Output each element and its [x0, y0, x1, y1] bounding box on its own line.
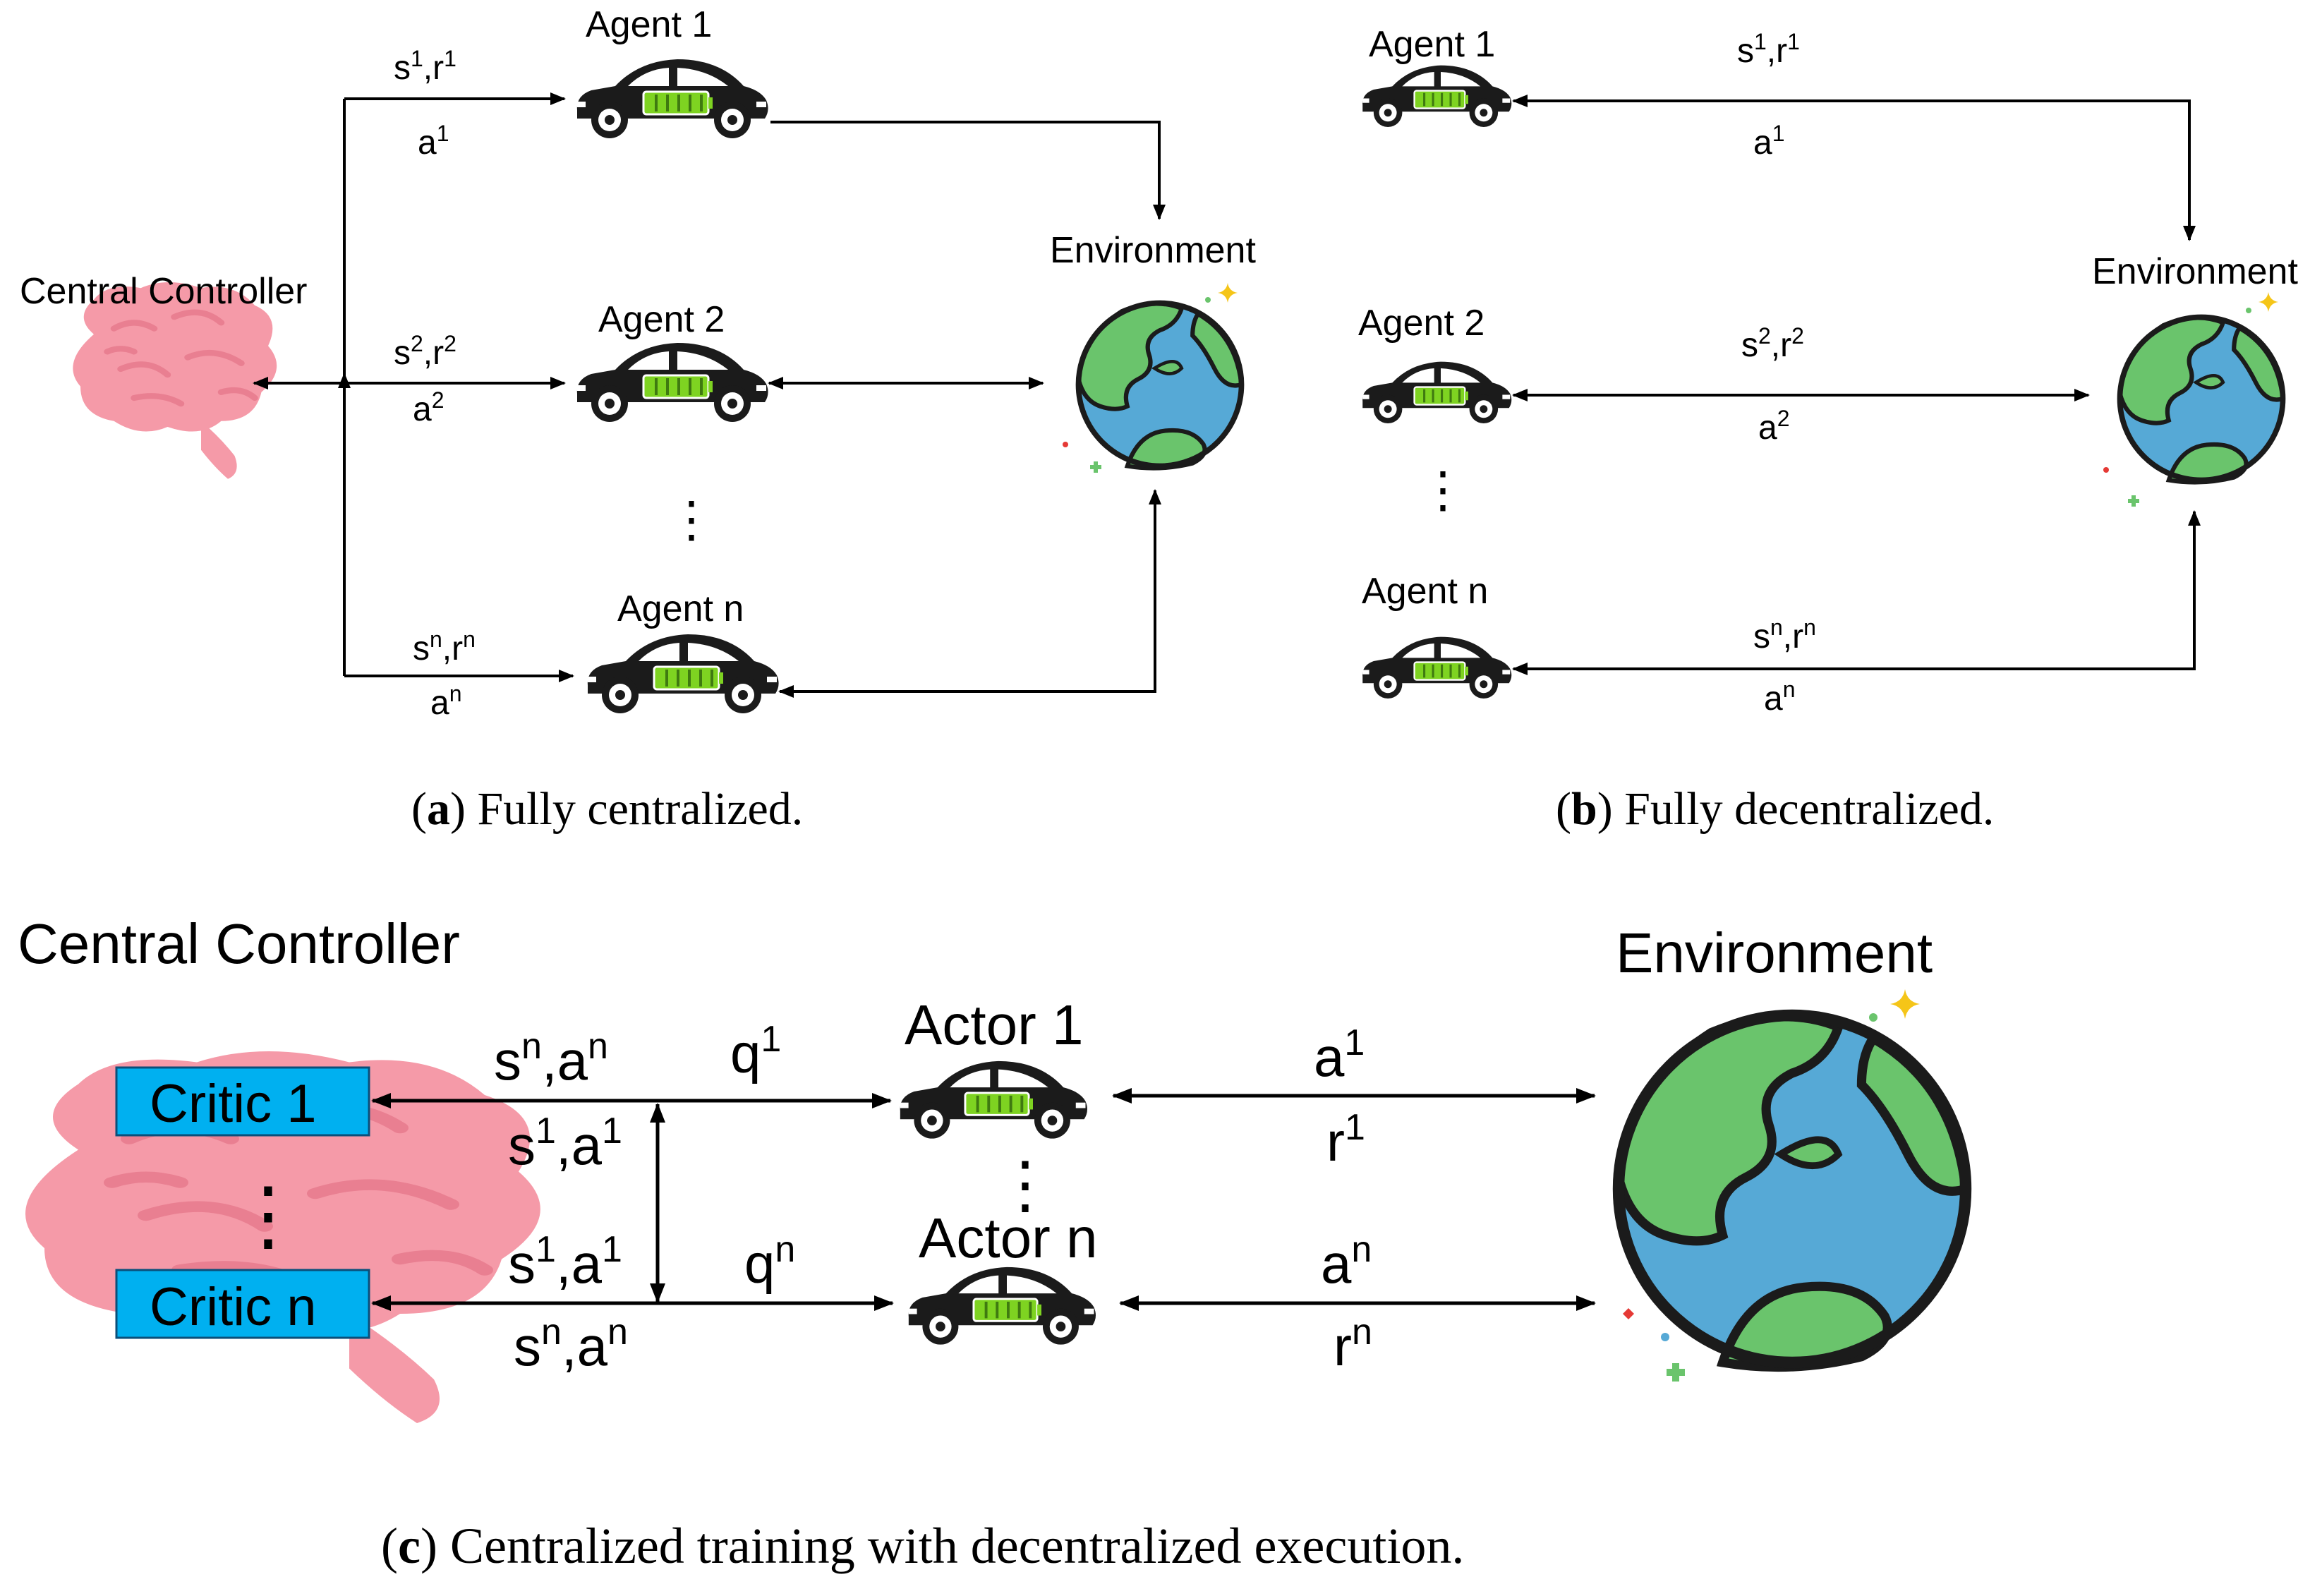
critic-1-box: [115, 1066, 370, 1137]
panel-c-controller-label: Central Controller: [18, 912, 460, 975]
sparkle-icon: [1890, 989, 1920, 1019]
panel-b-act-1: a1: [1753, 121, 1785, 162]
car-icon: [898, 1059, 1089, 1140]
panel-c-top-sa-n: sn,an: [494, 1026, 608, 1092]
earth-icon: [2120, 318, 2283, 483]
panel-a-ellipsis: ⋮: [667, 492, 716, 547]
panel-b-agent-2-label: Agent 2: [1358, 303, 1484, 344]
critic-n-label: Critic n: [150, 1277, 316, 1337]
panel-c: Central Controller Critic 1 Critic n ⋮ s…: [18, 912, 1966, 1574]
car-icon: [1361, 361, 1513, 425]
car-icon: [586, 633, 780, 715]
panel-a-obs-2: s2,r2: [394, 331, 456, 372]
panel-b-environment-label: Environment: [2092, 251, 2298, 292]
earth-icon: [1619, 1015, 1966, 1367]
critic-1-label: Critic 1: [150, 1074, 316, 1134]
panel-a-obs-n: sn,rn: [413, 627, 476, 667]
panel-c-critic-ellipsis: ⋮: [229, 1172, 307, 1259]
panel-a-environment-label: Environment: [1050, 230, 1256, 271]
panel-b-agent-1-label: Agent 1: [1369, 24, 1495, 65]
panel-b-obs-2: s2,r2: [1741, 323, 1804, 364]
actor-n-label: Actor n: [919, 1207, 1097, 1269]
panel-a-obs-1: s1,r1: [394, 46, 456, 87]
panel-a-controller-label: Central Controller: [20, 271, 308, 312]
car-icon: [1361, 64, 1513, 128]
panel-b: Agent 1 Agent 2 Agent n s1,r1 a1 s2,r2 a…: [1358, 24, 2298, 835]
car-icon: [907, 1265, 1097, 1346]
critic-n-box: [115, 1269, 370, 1339]
panel-a-agent-1-label: Agent 1: [586, 4, 712, 45]
panel-a-agent-n-label: Agent n: [617, 588, 744, 629]
car-icon: [575, 341, 770, 423]
panel-c-caption: (c) Centralized training with decentrali…: [381, 1518, 1464, 1574]
panel-c-a-1: a1: [1314, 1022, 1365, 1088]
panel-c-environment-label: Environment: [1616, 921, 1933, 984]
panel-c-q-n: qn: [744, 1229, 795, 1295]
actor-1-label: Actor 1: [905, 993, 1083, 1056]
panel-b-obs-n: sn,rn: [1753, 615, 1816, 655]
panel-b-agent-n-label: Agent n: [1362, 571, 1488, 612]
panel-b-act-n: an: [1764, 677, 1796, 718]
panel-a-agent-2-label: Agent 2: [598, 299, 725, 340]
earth-icon: [1079, 303, 1242, 468]
car-icon: [575, 58, 770, 140]
panel-c-bot-sa-1: s1,a1: [508, 1229, 622, 1295]
panel-b-act-2: a2: [1758, 406, 1790, 447]
panel-c-q-1: q1: [730, 1019, 781, 1084]
panel-c-r-1: r1: [1326, 1107, 1365, 1173]
sparkle-icon: [1218, 283, 1238, 303]
panel-c-bot-sa-n: sn,an: [514, 1312, 628, 1377]
panel-c-a-n: an: [1321, 1229, 1372, 1295]
panel-b-ellipsis: ⋮: [1418, 462, 1468, 517]
panel-a-act-2: a2: [413, 387, 445, 428]
panel-c-actor-ellipsis: ⋮: [993, 1150, 1057, 1221]
panel-c-top-sa-1: s1,a1: [508, 1111, 622, 1176]
panel-b-caption: (b) Fully decentralized.: [1556, 783, 1994, 835]
sparkle-icon: [2258, 292, 2278, 312]
car-icon: [1361, 636, 1513, 700]
panel-a: Central Controller Agent 1 Agent 2 Agent…: [20, 4, 1256, 835]
panel-a-act-1: a1: [418, 121, 449, 162]
panel-c-r-n: rn: [1334, 1312, 1372, 1377]
panel-b-obs-1: s1,r1: [1737, 29, 1800, 70]
panel-a-act-n: an: [430, 681, 462, 722]
panel-a-caption: (a) Fully centralized.: [411, 783, 803, 835]
